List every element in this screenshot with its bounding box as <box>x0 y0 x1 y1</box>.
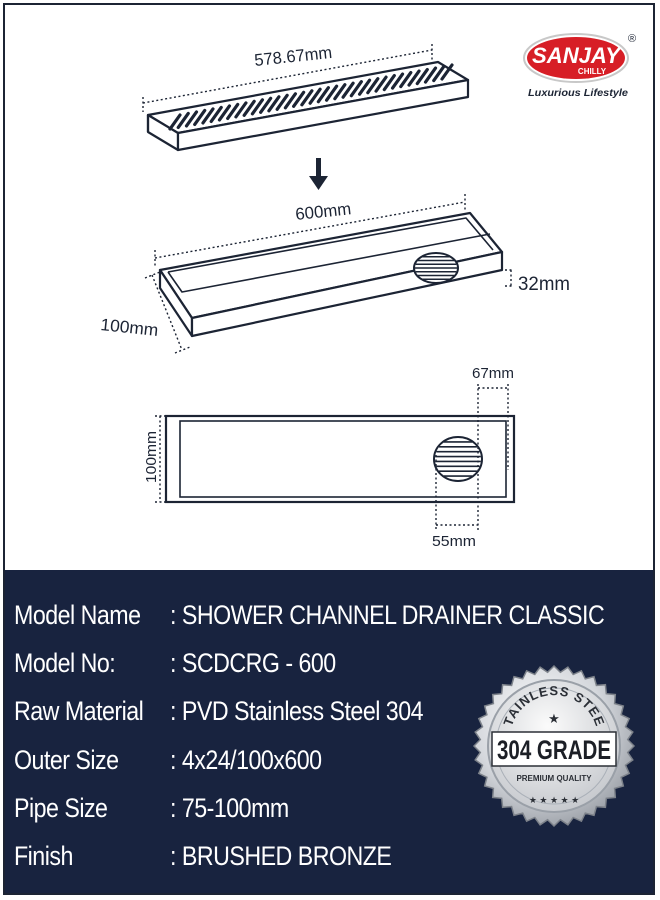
grating-slot <box>259 96 273 114</box>
technical-drawing: 578.67mm 600mm <box>100 43 570 550</box>
label-hole-diameter: 55mm <box>432 533 476 550</box>
spec-value: : 75-100mm <box>170 792 289 823</box>
grating-top-view <box>146 60 470 152</box>
spec-value: : PVD Stainless Steel 304 <box>170 695 424 726</box>
drain-hole-isometric <box>413 252 459 284</box>
spec-label: Model Name <box>14 599 141 630</box>
grating-slot <box>275 93 289 111</box>
svg-text:★: ★ <box>548 711 560 726</box>
grating-slot <box>300 89 314 107</box>
svg-text:★ ★ ★ ★ ★: ★ ★ ★ ★ ★ <box>529 795 579 805</box>
spec-value: : SHOWER CHANNEL DRAINER CLASSIC <box>170 599 605 630</box>
grating-slot <box>292 90 306 108</box>
svg-text:304 GRADE: 304 GRADE <box>497 735 611 765</box>
label-height: 32mm <box>518 274 570 295</box>
svg-text:SANJAY: SANJAY <box>532 43 622 68</box>
grating-slot <box>415 67 429 86</box>
grating-slot <box>267 95 281 113</box>
grating-slot <box>234 101 248 119</box>
grating-slot <box>209 105 223 124</box>
grating-slot <box>242 99 256 117</box>
grating-slot <box>333 83 347 101</box>
down-arrow-icon <box>309 158 328 190</box>
spec-outer-size: Outer Size : 4x24/100x600 <box>14 740 346 780</box>
grating-slots <box>168 63 454 131</box>
grating-slot <box>283 92 297 110</box>
brand-logo: SANJAY CHILLY ® Luxurious Lifestyle <box>523 33 636 99</box>
dimension-height <box>505 269 513 287</box>
label-plan-offset: 67mm <box>472 365 514 382</box>
label-width: 100mm <box>100 315 160 340</box>
grating-slot <box>341 81 355 99</box>
grating-slot <box>325 84 339 102</box>
spec-model-no: Model No: : SCDCRG - 600 <box>14 643 363 683</box>
grating-slot <box>382 74 396 92</box>
grating-slot <box>423 66 438 84</box>
grating-slot <box>217 104 232 122</box>
dimension-plan <box>155 384 509 530</box>
spec-label: Outer Size <box>14 744 119 775</box>
grating-slot <box>432 64 446 83</box>
grating-slot <box>374 75 388 93</box>
grating-slot <box>193 108 207 127</box>
grating-slot <box>357 78 372 96</box>
svg-text:PREMIUM QUALITY: PREMIUM QUALITY <box>516 774 592 783</box>
grating-slot <box>399 70 413 89</box>
drain-hole-plan <box>433 436 483 482</box>
spec-raw-material: Raw Material : PVD Stainless Steel 304 <box>14 691 464 731</box>
label-top-length: 578.67mm <box>253 43 333 70</box>
quality-badge: STAINLESS STEEL ★ 304 GRADE PREMIUM QUAL… <box>468 640 636 828</box>
label-channel-length: 600mm <box>294 199 352 224</box>
spec-model-name: Model Name : SHOWER CHANNEL DRAINER CLAS… <box>14 595 660 635</box>
svg-text:CHILLY: CHILLY <box>578 67 607 76</box>
grating-slot <box>390 72 405 90</box>
grating-slot <box>168 113 182 131</box>
outer-border <box>3 3 655 895</box>
label-plan-width: 100mm <box>143 431 160 483</box>
spec-label: Raw Material <box>14 695 144 726</box>
grating-slot <box>226 102 240 120</box>
dimension-top-length <box>142 44 433 112</box>
grating-slot <box>308 87 322 105</box>
dimension-channel-length <box>154 194 466 266</box>
grating-slot <box>440 63 454 81</box>
spec-label: Finish <box>14 840 73 871</box>
spec-value: : 4x24/100x600 <box>170 744 322 775</box>
spec-value: : SCDCRG - 600 <box>170 647 336 678</box>
grating-slot <box>316 86 330 104</box>
spec-label: Model No: <box>14 647 116 678</box>
grating-slot <box>366 77 380 95</box>
grating-slot <box>176 111 190 130</box>
svg-text:®: ® <box>628 33 636 45</box>
spec-label: Pipe Size <box>14 792 108 823</box>
grating-slot <box>201 107 215 125</box>
spec-value: : BRUSHED BRONZE <box>170 840 392 871</box>
grating-slot <box>250 98 265 116</box>
svg-text:Luxurious Lifestyle: Luxurious Lifestyle <box>528 88 628 99</box>
grating-slot <box>349 80 363 98</box>
channel-plan-view <box>164 414 516 504</box>
spec-finish: Finish : BRUSHED BRONZE <box>14 836 427 876</box>
grating-slot <box>184 110 199 128</box>
spec-pipe-size: Pipe Size : 75-100mm <box>14 788 308 828</box>
grating-slot <box>407 69 421 87</box>
